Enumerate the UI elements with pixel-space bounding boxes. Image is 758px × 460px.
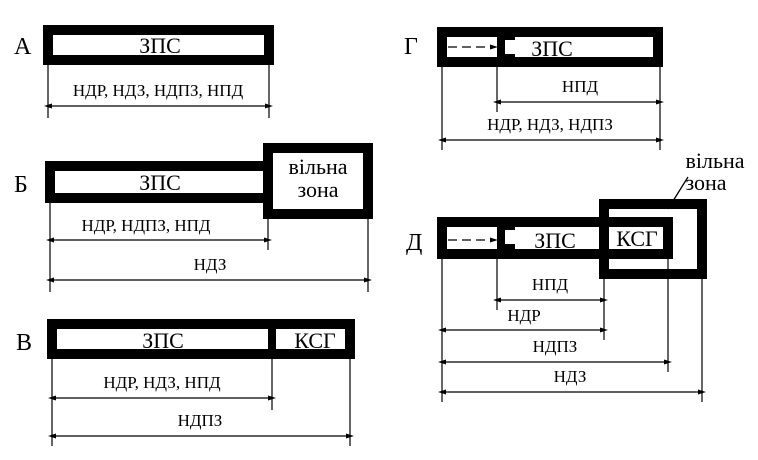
dimension-label: НДР bbox=[507, 306, 540, 325]
dimension-label: НДЗ bbox=[194, 255, 227, 274]
displaced-threshold-mark bbox=[497, 224, 515, 252]
panel-a: А ЗПС НДР, НДЗ, НДПЗ, НПД bbox=[14, 25, 274, 118]
panel-letter: А bbox=[14, 34, 32, 60]
runway-box bbox=[437, 217, 673, 259]
leader-line bbox=[667, 176, 689, 210]
dimension-label: НПД bbox=[562, 77, 599, 96]
free-zone-label-line2: зона bbox=[297, 177, 338, 202]
free-zone-label-line1: вільна bbox=[288, 154, 347, 179]
panel-letter: Д bbox=[406, 230, 422, 256]
runway-label: ЗПС bbox=[142, 328, 184, 353]
panel-g: Г ЗПС НПД НДР, НДЗ, НДПЗ bbox=[404, 27, 665, 150]
dimension-label: НДР, НДПЗ, НПД bbox=[81, 216, 210, 235]
ksg-label: КСГ bbox=[294, 328, 336, 353]
panel-b: Б ЗПС вільна зона НДР, НДПЗ, НПД НДЗ bbox=[14, 143, 373, 292]
runway-label: ЗПС bbox=[531, 36, 573, 61]
runway-box bbox=[47, 319, 355, 359]
panel-v: В ЗПС КСГ НДР, НДЗ, НПД НДПЗ bbox=[16, 319, 355, 446]
dimension-label: НПД bbox=[532, 275, 569, 294]
free-zone-label-line1: вільна bbox=[685, 148, 744, 173]
dimension-label: НДР, НДЗ, НДПЗ, НПД bbox=[73, 81, 244, 100]
runway-label: ЗПС bbox=[534, 228, 576, 253]
panel-letter: Г bbox=[404, 34, 418, 60]
runway-label: ЗПС bbox=[139, 170, 181, 195]
panel-letter: В bbox=[16, 330, 32, 356]
runway-box bbox=[43, 25, 274, 65]
runway-label: ЗПС bbox=[139, 33, 181, 58]
separator bbox=[268, 324, 276, 354]
dimension-label: НДПЗ bbox=[178, 411, 223, 430]
panel-d: Д ЗПС КСГ вільна зона НПД НДР НДПЗ НДЗ bbox=[406, 148, 745, 402]
free-zone-box bbox=[599, 199, 707, 279]
dimension-label: НДЗ bbox=[554, 367, 587, 386]
displaced-threshold-mark bbox=[497, 34, 515, 60]
free-zone-box bbox=[263, 143, 373, 219]
free-zone-label-line2: зона bbox=[685, 170, 726, 195]
panel-letter: Б bbox=[14, 172, 28, 198]
dimension-label: НДПЗ bbox=[533, 337, 578, 356]
ksg-label: КСГ bbox=[616, 226, 658, 251]
dimension-label: НДР, НДЗ, НПД bbox=[103, 373, 221, 392]
dimension-label: НДР, НДЗ, НДПЗ bbox=[487, 115, 613, 134]
runway-box bbox=[437, 27, 663, 67]
